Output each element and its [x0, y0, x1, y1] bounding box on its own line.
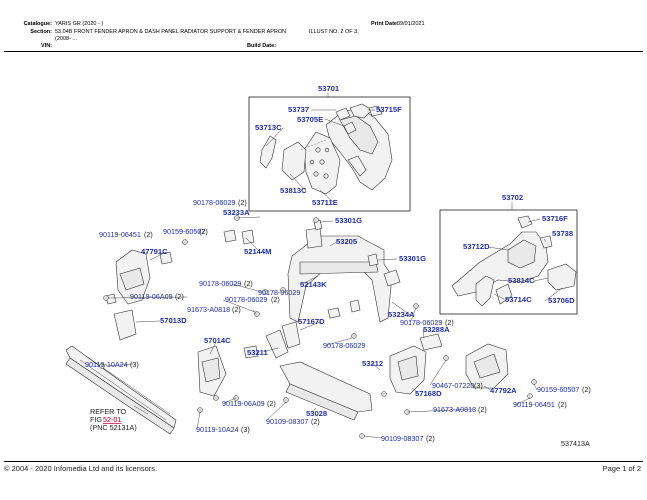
- label-90119-10A24-b[interactable]: 90119-10A24: [196, 425, 239, 434]
- label-57014C[interactable]: 57014C: [204, 336, 231, 345]
- label-90178-06029-d[interactable]: 90178-06029: [225, 295, 267, 304]
- qty-90109-08307-a: (2): [311, 417, 320, 426]
- label-57168D[interactable]: 57168D: [415, 389, 442, 398]
- label-53713C[interactable]: 53713C: [255, 123, 282, 132]
- illustration-number: ILLUST NO. 2 OF 3,: [309, 29, 359, 35]
- qty-90119-10A24-a: (3): [130, 360, 139, 369]
- qty-91673-A0818-b: (2): [478, 405, 487, 414]
- label-53211[interactable]: 53211: [247, 348, 268, 357]
- label-53702[interactable]: 53702: [502, 193, 523, 202]
- fender-apron-right-drawing: [451, 215, 577, 307]
- print-date-value: 09/01/2021: [397, 21, 425, 27]
- leader-lines: [105, 93, 563, 439]
- label-53705E[interactable]: 53705E: [297, 115, 323, 124]
- qty-90159-60507-b: (2): [582, 385, 591, 394]
- label-90119-10A24-a[interactable]: 90119-10A24: [85, 360, 128, 369]
- header-rule: [4, 51, 643, 52]
- label-90109-08307-a[interactable]: 90109-08307: [266, 417, 308, 426]
- vin-label: VIN:: [41, 43, 52, 49]
- radiator-side-bracket-drawing: [105, 249, 173, 341]
- copyright-text: © 2004 - 2020 Infomedia Ltd and its lice…: [4, 464, 158, 473]
- upper-apron-group-box: [248, 96, 411, 212]
- label-90109-08307-b[interactable]: 90109-08307: [381, 434, 423, 443]
- illustration-code: 537413A: [561, 439, 590, 448]
- qty-90467-07220: (3): [474, 381, 483, 390]
- label-53701[interactable]: 53701: [318, 84, 340, 93]
- apron-front-drawing: [389, 333, 509, 395]
- section-label: Section:: [30, 29, 52, 35]
- label-52144M[interactable]: 52144M: [244, 247, 271, 256]
- label-53301G-b[interactable]: 53301G: [399, 254, 426, 263]
- label-53738[interactable]: 53738: [552, 229, 573, 238]
- qty-90119-10A24-b: (3): [241, 425, 250, 434]
- label-53301G-a[interactable]: 53301G: [335, 216, 362, 225]
- radiator-support-drawing: [223, 219, 401, 323]
- label-53714C[interactable]: 53714C: [505, 295, 532, 304]
- label-53813C[interactable]: 53813C: [280, 186, 307, 195]
- label-53233A[interactable]: 53233A: [223, 208, 250, 217]
- label-57013D[interactable]: 57013D: [160, 316, 187, 325]
- bumper-reinforcement-drawing: [65, 345, 177, 435]
- build-date-label: Build Date:: [247, 43, 277, 49]
- print-date-label: Print Date:: [371, 21, 399, 27]
- right-apron-group-box: [439, 209, 578, 315]
- label-91673-A0818-b[interactable]: 91673-A0818: [433, 405, 476, 414]
- label-90159-60507-b[interactable]: 90159-60507: [537, 385, 579, 394]
- label-57167D[interactable]: 57167D: [298, 317, 325, 326]
- label-90467-07220[interactable]: 90467-07220: [432, 381, 474, 390]
- label-53712D[interactable]: 53712D: [463, 242, 490, 251]
- ref-note-line1: REFER TO: [90, 407, 126, 416]
- fender-apron-upper-drawing: [259, 103, 393, 195]
- label-53737[interactable]: 53737: [288, 105, 309, 114]
- label-53288A[interactable]: 53288A: [423, 325, 450, 334]
- qty-90178-06029-a: (2): [238, 198, 247, 207]
- qty-90178-06029-e: (2): [445, 318, 454, 327]
- fasteners: [99, 215, 537, 439]
- qty-91673-A0818-a: (2): [232, 305, 241, 314]
- qty-90178-06029-d: (2): [271, 295, 280, 304]
- qty-90178-06029-b: (2): [244, 279, 253, 288]
- catalogue-value: YARIS GR (2020 - ): [55, 21, 104, 27]
- label-90178-06029-a[interactable]: 90178-06029: [193, 198, 235, 207]
- label-53716F[interactable]: 53716F: [542, 214, 568, 223]
- footer-rule: [4, 461, 643, 462]
- label-47792A[interactable]: 47792A: [490, 386, 517, 395]
- qty-90119-06451-a: (2): [144, 230, 153, 239]
- label-90119-06A09-b[interactable]: 90119-06A09: [222, 399, 265, 408]
- label-90178-06029-e[interactable]: 90178-06029: [400, 318, 442, 327]
- qty-90109-08307-b: (2): [426, 434, 435, 443]
- label-53212[interactable]: 53212: [362, 359, 383, 368]
- label-91673-A0818-a[interactable]: 91673-A0818: [187, 305, 230, 314]
- section-value: 53.04B FRONT FENDER APRON & DASH PANEL R…: [55, 29, 287, 35]
- label-53234A[interactable]: 53234A: [388, 310, 415, 319]
- page-indicator: Page 1 of 2: [602, 464, 641, 473]
- label-90119-06451-b[interactable]: 90119-06451: [513, 400, 555, 409]
- qty-90119-06451-b: (2): [558, 400, 567, 409]
- ref-note-line2: FIG: [90, 415, 102, 424]
- label-53711E[interactable]: 53711E: [312, 198, 338, 207]
- ref-pnc-note: (PNC 52131A): [90, 423, 137, 432]
- label-53706D[interactable]: 53706D: [548, 296, 575, 305]
- lower-support-drawing: [197, 321, 373, 421]
- catalogue-label: Catalogue:: [23, 21, 52, 27]
- label-90159-60507-a[interactable]: 90159-60507: [163, 227, 205, 236]
- label-90119-06451-a[interactable]: 90119-06451: [99, 230, 141, 239]
- label-90178-06029-c[interactable]: 90178-06029: [258, 288, 300, 297]
- qty-90119-06A09-b: (2): [267, 399, 276, 408]
- qty-90119-06A09-a: (2): [175, 292, 184, 301]
- qty-90159-60507-a: (2): [199, 227, 208, 236]
- label-53814C[interactable]: 53814C: [508, 276, 535, 285]
- section-value-continued: (2008- ...: [55, 36, 78, 42]
- ref-fig-link[interactable]: 52-01: [103, 415, 121, 424]
- label-47791C[interactable]: 47791C: [141, 247, 168, 256]
- label-53715F[interactable]: 53715F: [376, 105, 402, 114]
- label-53028[interactable]: 53028: [306, 409, 327, 418]
- label-52143K[interactable]: 52143K: [300, 280, 327, 289]
- label-53205[interactable]: 53205: [336, 237, 358, 246]
- label-90119-06A09-a[interactable]: 90119-06A09: [130, 292, 173, 301]
- label-90178-06029-b[interactable]: 90178-06029: [199, 279, 241, 288]
- label-90178-06029-f[interactable]: 90178-06029: [323, 341, 365, 350]
